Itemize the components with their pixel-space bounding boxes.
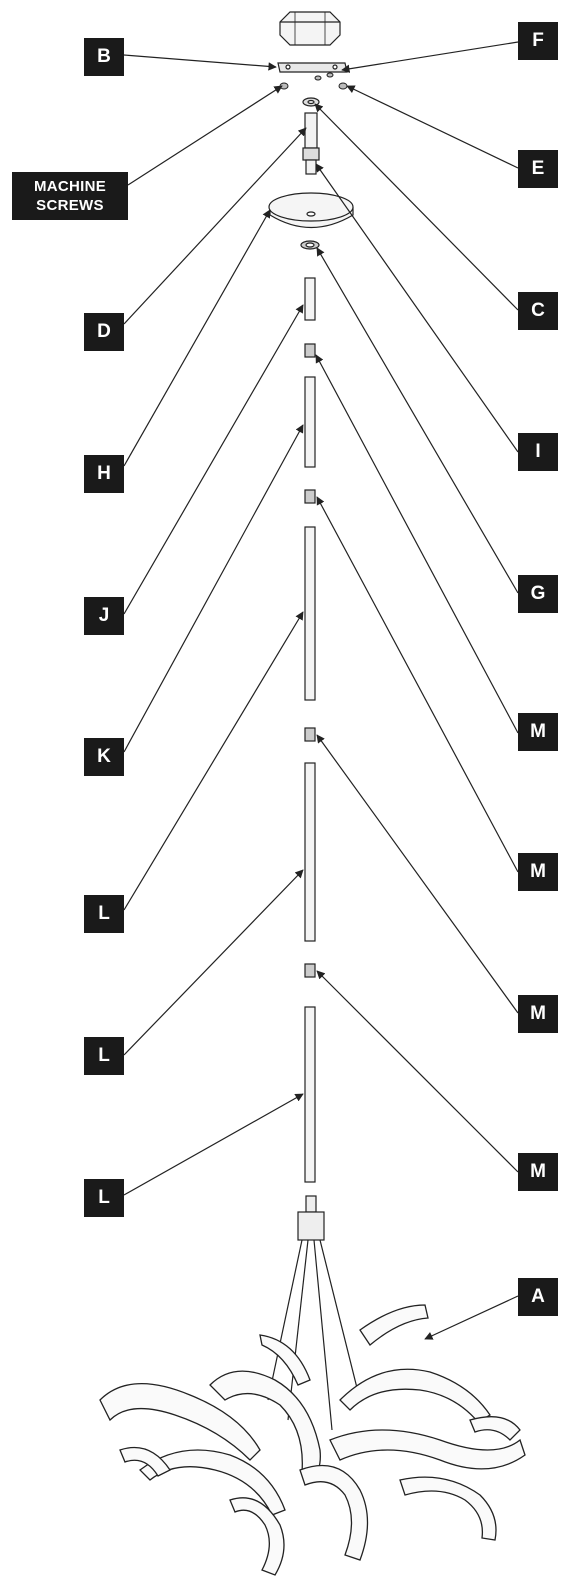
leader-B: [123, 54, 277, 71]
leader-J: [123, 304, 304, 615]
label-A: A: [518, 1278, 558, 1316]
leader-G: [316, 247, 519, 594]
label-L-1: L: [84, 895, 124, 933]
canopy-plate: [268, 192, 354, 229]
label-I: I: [518, 433, 558, 471]
swivel-part: [302, 112, 320, 175]
label-M-4: M: [518, 1153, 558, 1191]
crossbar-part: [277, 62, 348, 73]
leader-machine-screws: [127, 85, 283, 186]
leader-E: [346, 85, 519, 169]
canopy: [279, 11, 341, 46]
leader-M4: [316, 970, 519, 1173]
leader-I: [315, 163, 519, 453]
leader-lines: [123, 41, 519, 1340]
leader-M2: [316, 496, 519, 873]
label-D: D: [84, 313, 124, 351]
leader-K: [123, 424, 304, 753]
label-B: B: [84, 38, 124, 76]
label-G: G: [518, 575, 558, 613]
label-L-3: L: [84, 1179, 124, 1217]
fixture-rods: [267, 1239, 361, 1431]
fixture-leaves: [99, 1304, 526, 1576]
leader-H: [123, 209, 271, 467]
leader-A: [424, 1295, 519, 1340]
fixture-cup: [297, 1195, 325, 1241]
leader-M1: [315, 354, 519, 734]
machine-screws-line1: MACHINE: [33, 178, 107, 195]
leader-F: [341, 41, 519, 73]
label-C: C: [518, 292, 558, 330]
leader-M3: [316, 734, 519, 1014]
leader-D: [123, 127, 307, 325]
leader-C: [314, 103, 519, 311]
label-E: E: [518, 150, 558, 188]
label-J: J: [84, 597, 124, 635]
machine-screws-part: [279, 72, 348, 90]
label-K: K: [84, 738, 124, 776]
leader-L1: [123, 611, 304, 911]
stem-part: [304, 376, 316, 1183]
leader-L3: [123, 1093, 304, 1196]
coupling-part: [304, 343, 316, 978]
label-M-3: M: [518, 995, 558, 1033]
label-M-1: M: [518, 713, 558, 751]
label-H: H: [84, 455, 124, 493]
label-machine-screws: MACHINE SCREWS: [12, 172, 128, 220]
label-M-2: M: [518, 853, 558, 891]
stem-part: [304, 277, 316, 321]
label-L-2: L: [84, 1037, 124, 1075]
lock-ring-part: [300, 240, 320, 250]
machine-screws-line2: SCREWS: [36, 197, 104, 214]
leader-L2: [123, 869, 304, 1056]
label-F: F: [518, 22, 558, 60]
